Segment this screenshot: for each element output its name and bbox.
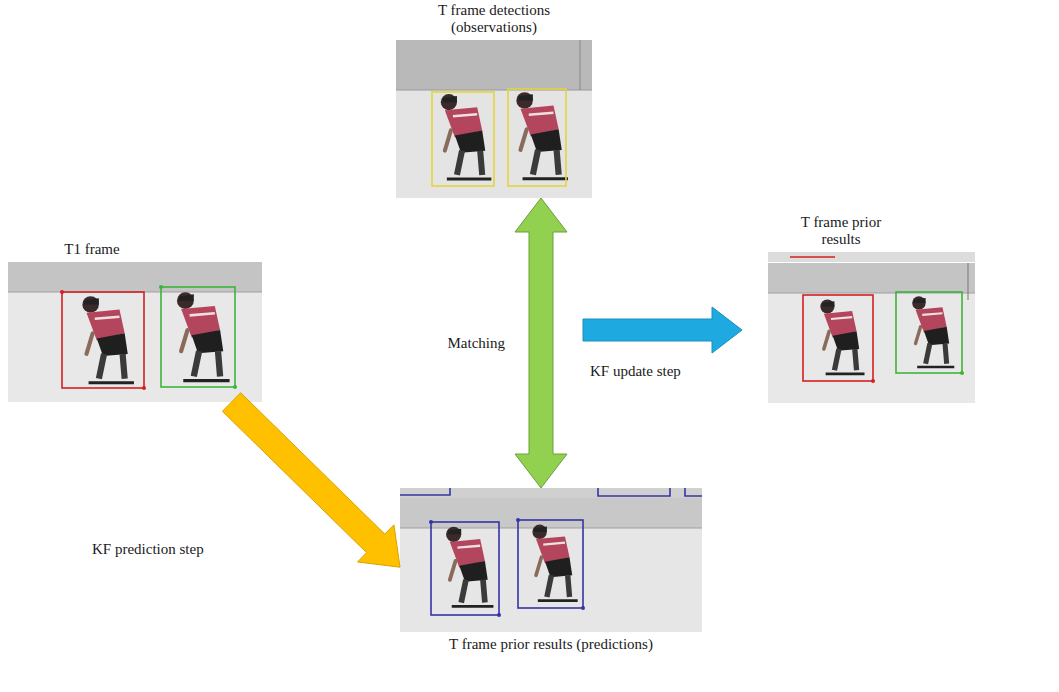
frame-panel: T1 frame [8,262,262,402]
block-arrow [515,198,567,488]
frame-photo [400,488,702,632]
step-label: Matching [446,334,508,352]
frame-photo [768,252,975,403]
frame-title: T1 frame [32,241,152,259]
frame-title: T frame prior results [786,214,896,249]
frame-photo [8,262,262,402]
block-arrow [222,393,400,567]
step-label: KF update step [588,362,683,380]
frame-title: T frame prior results (predictions) [446,636,656,654]
frame-panel: T frame prior results (predictions) [400,488,702,632]
frame-panel: T frame prior results [768,252,975,403]
update-arrow [583,307,742,353]
frame-panel: T frame detections (observations) [396,40,592,198]
frame-title: T frame detections (observations) [399,2,589,37]
frame-photo [396,40,592,198]
step-label: KF prediction step [90,540,206,558]
